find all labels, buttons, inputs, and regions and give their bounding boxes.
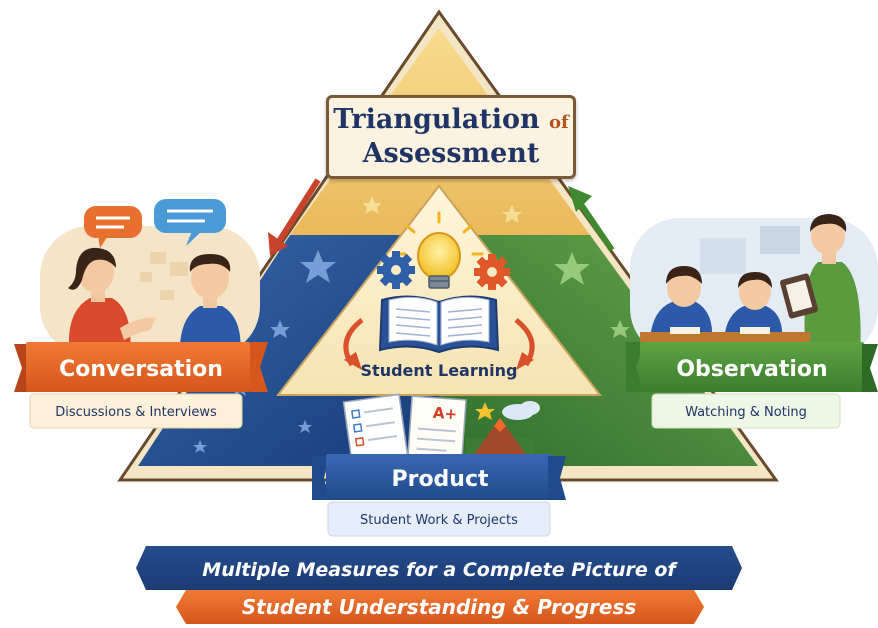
worksheet-icon xyxy=(342,393,409,465)
star-decorations-top xyxy=(362,196,522,223)
title-word-triangulation: Triangulation xyxy=(333,104,540,135)
title-line-2: Assessment xyxy=(362,138,540,169)
cycle-arrow-right xyxy=(575,198,615,252)
star-sticker-icon xyxy=(475,402,495,420)
cycle-arrow-left-head xyxy=(268,232,288,256)
product-label: Product xyxy=(391,467,489,492)
speech-bubble-orange-icon xyxy=(84,206,142,248)
product-subcard: Student Work & Projects xyxy=(327,501,551,537)
banner-line1: Multiple Measures for a Complete Picture… xyxy=(202,559,678,581)
observation-subcard: Watching & Noting xyxy=(651,393,841,429)
curved-arrow-right-head xyxy=(516,352,534,370)
speech-bubble-blue-icon xyxy=(154,199,226,246)
inner-triangle xyxy=(275,184,603,396)
lightbulb-icon xyxy=(394,211,484,289)
observation-label: Observation xyxy=(676,357,827,382)
observation-sublabel: Watching & Noting xyxy=(685,405,807,420)
product-ribbon: Product xyxy=(312,454,566,500)
student-learning-illustration: Student Learning xyxy=(343,211,535,380)
gear-icon-blue xyxy=(377,251,415,289)
conversation-subcard: Discussions & Interviews xyxy=(29,393,243,429)
conversation-sublabel: Discussions & Interviews xyxy=(55,405,217,420)
conversation-ribbon: Conversation xyxy=(14,342,268,392)
banner-line2: Student Understanding & Progress xyxy=(242,595,637,619)
cycle-arrow-right-head xyxy=(568,186,592,212)
bottom-banner: Multiple Measures for a Complete Picture… xyxy=(136,546,742,624)
grade-mark: A+ xyxy=(432,404,457,424)
graded-paper-icon: A+ xyxy=(407,395,467,463)
title-word-of: of xyxy=(549,112,569,133)
observation-ribbon: Observation xyxy=(626,342,878,392)
open-book-icon xyxy=(378,295,500,354)
gear-icon-orange xyxy=(474,254,510,290)
conversation-label: Conversation xyxy=(59,357,223,382)
observing-teacher-figure xyxy=(780,214,861,358)
center-label: Student Learning xyxy=(361,361,518,380)
cycle-arrow-left xyxy=(273,178,321,248)
conversation-illustration xyxy=(40,199,260,358)
curved-arrow-left-head xyxy=(344,352,362,370)
title-line-1: Triangulation of xyxy=(329,104,573,135)
product-sublabel: Student Work & Projects xyxy=(360,513,518,528)
observation-illustration xyxy=(630,214,878,358)
title-card: Triangulation of Assessment xyxy=(326,95,576,179)
